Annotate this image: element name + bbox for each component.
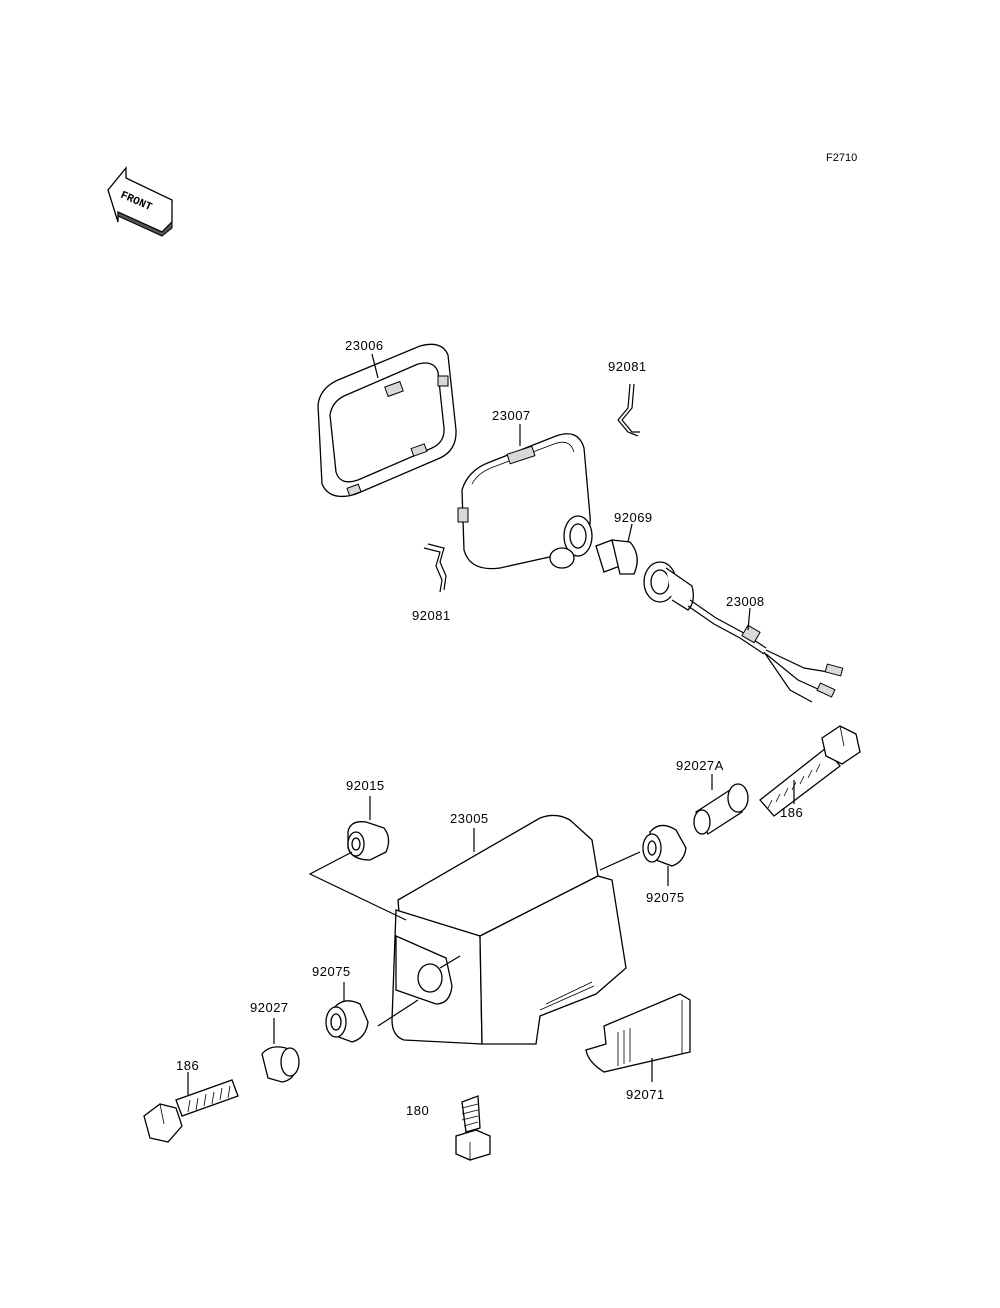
socket-harness-23008 xyxy=(643,561,844,703)
label-92081-bottom: 92081 xyxy=(412,608,451,623)
headlight-housing-23007 xyxy=(457,424,593,570)
label-186-left: 186 xyxy=(176,1058,199,1073)
leader-92015 xyxy=(308,851,407,921)
figure-code: F2710 xyxy=(826,152,857,164)
label-186-right: 186 xyxy=(780,805,803,820)
label-23005: 23005 xyxy=(450,811,489,826)
headlight-rim-23006 xyxy=(317,343,457,498)
label-92071: 92071 xyxy=(626,1087,665,1102)
spring-clip-92081-bottom xyxy=(423,543,447,593)
cover-housing-23005 xyxy=(391,814,627,1045)
leader-92075-left xyxy=(377,999,419,1027)
grommet-92015 xyxy=(347,796,390,861)
collar-92027 xyxy=(261,1018,300,1083)
label-92081-top: 92081 xyxy=(608,359,647,374)
label-180: 180 xyxy=(406,1103,429,1118)
bolt-186-right xyxy=(759,725,861,817)
label-23006: 23006 xyxy=(345,338,384,353)
collar-92027A xyxy=(693,774,749,835)
grommet-92075-left xyxy=(325,982,369,1043)
label-23007: 23007 xyxy=(492,408,531,423)
label-92015: 92015 xyxy=(346,778,385,793)
label-92027A: 92027A xyxy=(676,758,724,773)
bolt-186-left xyxy=(143,1072,239,1143)
label-92027: 92027 xyxy=(250,1000,289,1015)
label-92075-right: 92075 xyxy=(646,890,685,905)
grommet-92075-right xyxy=(642,824,687,886)
front-arrow-icon: FRONT xyxy=(107,166,173,237)
leader-92075-right xyxy=(599,851,641,871)
label-92075-left: 92075 xyxy=(312,964,351,979)
label-92069: 92069 xyxy=(614,510,653,525)
label-23008: 23008 xyxy=(726,594,765,609)
bulb-92069 xyxy=(595,523,638,575)
screw-180 xyxy=(455,1095,491,1161)
leader-92075-left-b xyxy=(439,955,461,969)
spring-clip-92081-top xyxy=(617,383,640,437)
pad-92071 xyxy=(585,993,691,1082)
